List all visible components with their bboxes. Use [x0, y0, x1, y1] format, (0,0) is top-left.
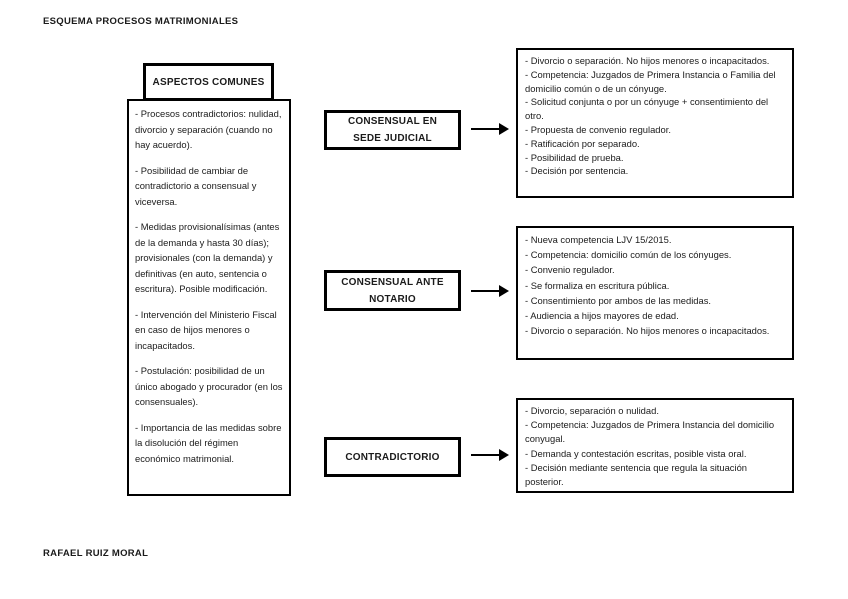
arrow-head [499, 449, 509, 461]
branch-detail-consensual-ante-notario: - Nueva competencia LJV 15/2015. - Compe… [516, 226, 794, 360]
branch-label-consensual-ante-notario: CONSENSUAL ANTE NOTARIO [324, 270, 461, 311]
detail-item: - Audiencia a hijos mayores de edad. [525, 310, 679, 322]
detail-item: - Se formaliza en escritura pública. [525, 279, 670, 291]
detail-item: - Decisión mediante sentencia que regula… [525, 461, 748, 488]
aspectos-comunes-label: ASPECTOS COMUNES [152, 76, 265, 88]
author-name: RAFAEL RUIZ MORAL [43, 548, 149, 559]
detail-item: - Ratificación por separado. [525, 137, 640, 149]
common-paragraph: - Intervención del Ministerio Fiscal en … [135, 308, 277, 351]
branch-label-text: CONSENSUAL EN SEDE JUDICIAL [347, 116, 438, 144]
arrow-shaft [471, 290, 500, 292]
common-paragraph: - Procesos contradictorios: nulidad, div… [135, 108, 282, 150]
detail-item: - Decisión por sentencia. [525, 165, 629, 177]
detail-item: - Competencia: domicilio común de los có… [525, 249, 732, 261]
branch-label-text: CONTRADICTORIO [345, 451, 440, 463]
branch-label-contradictorio: CONTRADICTORIO [324, 437, 461, 477]
common-paragraph: - Postulación: posibilidad de un único a… [135, 365, 283, 407]
detail-item: - Nueva competencia LJV 15/2015. [525, 234, 672, 245]
common-aspects-panel: - Procesos contradictorios: nulidad, div… [127, 99, 291, 496]
branch-label-consensual-sede-judicial: CONSENSUAL EN SEDE JUDICIAL [324, 110, 461, 150]
arrow-right-icon [471, 285, 509, 297]
detail-item: - Consentimiento por ambos de las medida… [525, 294, 712, 306]
arrow-shaft [471, 454, 500, 456]
detail-item: - Posibilidad de prueba. [525, 151, 624, 163]
branch-label-text: CONSENSUAL ANTE NOTARIO [341, 276, 444, 305]
detail-item: - Divorcio, separación o nulidad. [525, 405, 659, 416]
arrow-right-icon [471, 449, 509, 461]
detail-item: - Demanda y contestación escritas, posib… [525, 447, 747, 459]
branch-detail-contradictorio: - Divorcio, separación o nulidad. - Comp… [516, 398, 794, 493]
aspectos-comunes-box: ASPECTOS COMUNES [143, 63, 274, 101]
detail-item: - Solicitud conjunta o por un cónyuge + … [525, 96, 769, 122]
arrow-right-icon [471, 123, 509, 135]
arrow-head [499, 285, 509, 297]
detail-item: - Convenio regulador. [525, 264, 615, 276]
arrow-head [499, 123, 509, 135]
detail-item: - Propuesta de convenio regulador. [525, 123, 671, 135]
common-paragraph: - Importancia de las medidas sobre la di… [135, 421, 282, 464]
detail-item: - Competencia: Juzgados de Primera Insta… [525, 419, 775, 445]
detail-item: - Divorcio o separación. No hijos menore… [525, 55, 770, 66]
page-title: ESQUEMA PROCESOS MATRIMONIALES [43, 16, 239, 27]
common-paragraph: - Posibilidad de cambiar de contradictor… [135, 164, 257, 207]
detail-item: - Competencia: Juzgados de Primera Insta… [525, 68, 776, 94]
branch-detail-consensual-sede-judicial: - Divorcio o separación. No hijos menore… [516, 48, 794, 198]
arrow-shaft [471, 128, 500, 130]
detail-item: - Divorcio o separación. No hijos menore… [525, 325, 770, 337]
common-paragraph: - Medidas provisionalísimas (antes de la… [135, 221, 280, 294]
